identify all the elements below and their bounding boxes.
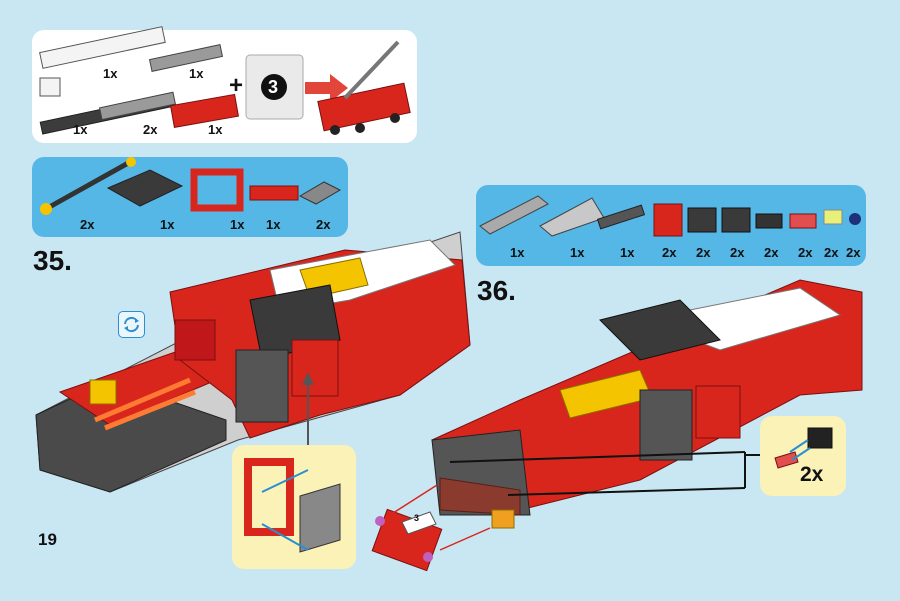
qty-b-5: 2x	[696, 245, 711, 260]
subassembly-36	[774, 427, 833, 469]
plus-sign: +	[229, 72, 244, 99]
step-number-36: 36.	[477, 275, 516, 306]
qty-b-2: 1x	[570, 245, 585, 260]
qty-a-1: 2x	[80, 217, 95, 232]
qty-b-10: 2x	[846, 245, 861, 260]
qty-a-5: 2x	[316, 217, 331, 232]
qty-top-5: 1x	[208, 122, 223, 137]
callout-lines-36	[449, 451, 760, 496]
qty-b-1: 1x	[510, 245, 525, 260]
rotate-model-icon	[118, 311, 145, 338]
parts-step-35	[40, 157, 342, 215]
sticker-number: 3	[414, 513, 420, 523]
model-step-35	[35, 231, 471, 493]
qty-b-4: 2x	[662, 245, 677, 260]
sticker-plate	[371, 484, 491, 572]
top-panel-parts	[39, 26, 239, 135]
page-number: 19	[38, 530, 57, 549]
qty-top-3: 1x	[73, 122, 88, 137]
step-number-35: 35.	[33, 245, 72, 276]
qty-b-3: 1x	[620, 245, 635, 260]
qty-top-4: 2x	[143, 122, 158, 137]
qty-a-4: 1x	[266, 217, 281, 232]
subassembly-35	[244, 458, 341, 553]
parts-bag-icon	[245, 54, 304, 120]
qty-a-2: 1x	[160, 217, 175, 232]
fire-truck-thumbnail	[317, 40, 411, 135]
qty-b-9: 2x	[824, 245, 839, 260]
arrow-right-icon	[305, 74, 348, 102]
parts-step-36	[479, 195, 861, 237]
qty-b-6: 2x	[730, 245, 745, 260]
qty-b-7: 2x	[764, 245, 779, 260]
qty-top-2: 1x	[189, 66, 204, 81]
qty-subassembly-36: 2x	[800, 463, 824, 486]
qty-top-1: 1x	[103, 66, 118, 81]
model-step-36	[431, 279, 863, 529]
qty-a-3: 1x	[230, 217, 245, 232]
qty-b-8: 2x	[798, 245, 813, 260]
bag-number: 3	[268, 77, 279, 97]
